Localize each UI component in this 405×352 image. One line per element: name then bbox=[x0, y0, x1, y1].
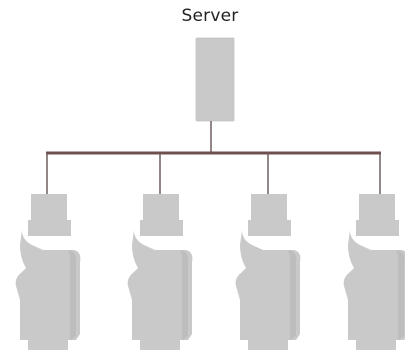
server-label: Server bbox=[181, 6, 239, 26]
workstation-icon-3 bbox=[235, 194, 301, 350]
workstation-icon-4 bbox=[343, 194, 405, 350]
workstation-icon-1 bbox=[15, 194, 81, 350]
workstation-icon-2 bbox=[127, 194, 193, 350]
server-icon bbox=[195, 37, 235, 122]
